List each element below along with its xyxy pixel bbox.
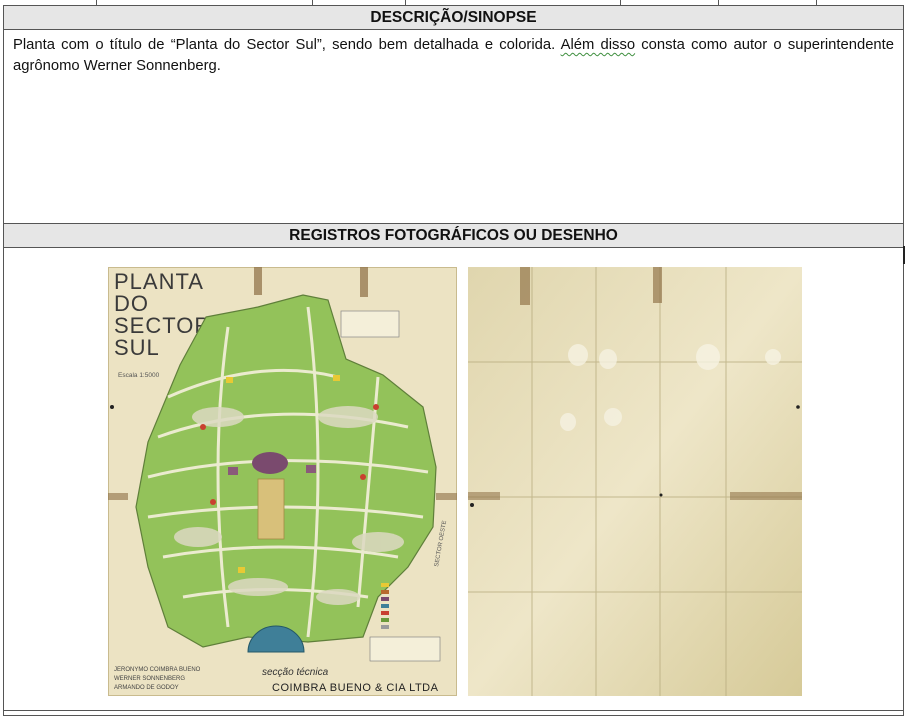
- document-page: DESCRIÇÃO/SINOPSE Planta com o título de…: [3, 0, 904, 716]
- spellcheck-flagged-phrase[interactable]: Além disso: [560, 37, 636, 53]
- map-firm-line-1: secção técnica: [262, 667, 329, 678]
- map-back-photo[interactable]: [468, 267, 802, 696]
- descricao-text[interactable]: Planta com o título de “Planta do Sector…: [3, 30, 904, 224]
- map-scale-label: Escala 1:5000: [118, 372, 160, 379]
- map-front-photo[interactable]: PLANTA DO SECTOR SUL Escala 1:5000: [108, 267, 457, 696]
- descricao-header: DESCRIÇÃO/SINOPSE: [3, 6, 904, 30]
- map-credit-3: ARMANDO DE GODOY: [114, 685, 179, 691]
- map-firm-line-2: COIMBRA BUENO & CIA LTDA: [272, 682, 439, 694]
- descricao-text-part1: Planta com o título de “Planta do Sector…: [13, 37, 561, 53]
- next-section-border: [3, 710, 904, 711]
- map-title-line-4: SUL: [114, 335, 160, 360]
- descricao-text-part2: consta como autor o superintendente agrô…: [13, 37, 894, 74]
- map-title-line-2: DO: [114, 291, 149, 316]
- text-cursor: [903, 246, 905, 264]
- map-credit-1: JERONYMO COIMBRA BUENO: [114, 667, 201, 673]
- registros-header: REGISTROS FOTOGRÁFICOS OU DESENHO: [3, 224, 904, 248]
- previous-table-row: [3, 0, 904, 6]
- registros-photo-cell: PLANTA DO SECTOR SUL Escala 1:5000: [3, 248, 904, 716]
- map-title-line-3: SECTOR: [114, 313, 211, 338]
- map-title-line-1: PLANTA: [114, 269, 204, 294]
- map-credit-2: WERNER SONNENBERG: [114, 676, 185, 682]
